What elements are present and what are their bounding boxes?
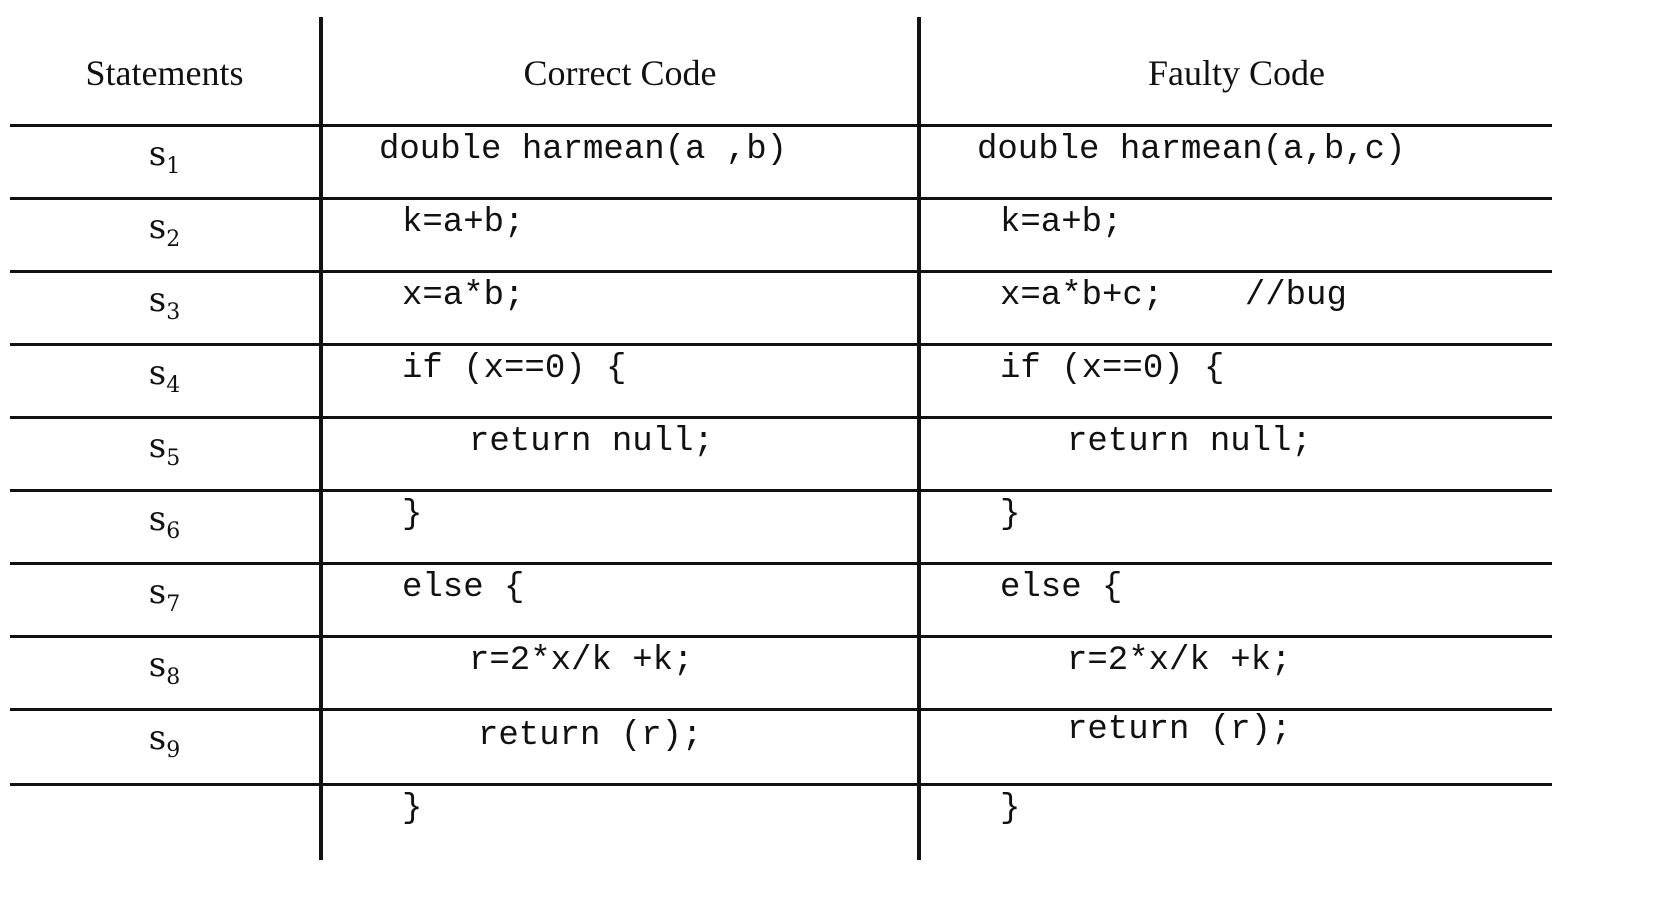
statement-cell: s5 [10, 419, 319, 489]
header-cell-statements: Statements [10, 17, 319, 124]
statement-letter: s [148, 280, 167, 320]
table-row: s6 } } [10, 492, 1552, 565]
statement-cell: s6 [10, 492, 319, 562]
faulty-code-line: r=2*x/k +k; [1067, 642, 1292, 680]
header-correct-code: Correct Code [523, 53, 717, 93]
statement-letter: s [148, 426, 167, 466]
statement-label: s5 [10, 429, 319, 470]
statement-label: s9 [10, 721, 319, 762]
table-row: s4 if (x==0) { if (x==0) { [10, 346, 1552, 419]
statement-cell: s7 [10, 565, 319, 635]
faulty-code-cell: return (r); [917, 711, 1552, 783]
statement-label: s1 [10, 137, 319, 178]
header-cell-correct: Correct Code [319, 17, 917, 124]
statement-letter: s [148, 134, 167, 174]
statement-subscript: 1 [166, 154, 181, 179]
statement-subscript: 7 [166, 592, 181, 617]
correct-code-cell: return (r); [319, 711, 917, 783]
statement-cell: s8 [10, 638, 319, 708]
statement-subscript: 3 [166, 300, 181, 325]
table-row: s9 return (r); return (r); [10, 711, 1552, 786]
correct-code-line: return (r); [478, 717, 703, 755]
faulty-code-cell: x=a*b+c; //bug [917, 273, 1552, 343]
statement-label: s6 [10, 502, 319, 543]
statement-letter: s [148, 207, 167, 247]
statement-label: s4 [10, 356, 319, 397]
correct-code-cell: else { [319, 565, 917, 635]
correct-code-line: r=2*x/k +k; [469, 642, 694, 680]
faulty-code-line: double harmean(a,b,c) [977, 131, 1406, 169]
faulty-code-line: x=a*b+c; //bug [1000, 277, 1347, 315]
correct-code-line: else { [402, 569, 525, 607]
table-row: s8 r=2*x/k +k; r=2*x/k +k; [10, 638, 1552, 711]
statement-letter: s [148, 572, 167, 612]
correct-code-cell: r=2*x/k +k; [319, 638, 917, 708]
correct-code-cell: } [319, 786, 917, 860]
correct-code-line: if (x==0) { [402, 350, 627, 388]
statement-letter: s [148, 353, 167, 393]
header-cell-faulty: Faulty Code [917, 17, 1552, 124]
correct-code-cell: if (x==0) { [319, 346, 917, 416]
statement-label: s8 [10, 648, 319, 689]
correct-code-line: } [402, 496, 423, 534]
statement-cell: s1 [10, 127, 319, 197]
statement-subscript: 2 [166, 227, 181, 252]
faulty-code-cell: double harmean(a,b,c) [917, 127, 1552, 197]
statement-subscript: 6 [166, 519, 181, 544]
statement-cell: s9 [10, 711, 319, 783]
statement-cell: s3 [10, 273, 319, 343]
statement-letter: s [148, 499, 167, 539]
correct-code-cell: } [319, 492, 917, 562]
table-row: } } [10, 786, 1552, 860]
faulty-code-line: } [1000, 790, 1021, 828]
faulty-code-line: k=a+b; [1000, 204, 1123, 242]
table-row: s3 x=a*b; x=a*b+c; //bug [10, 273, 1552, 346]
statement-cell: s2 [10, 200, 319, 270]
statement-subscript: 8 [166, 665, 181, 690]
code-comparison-table: Statements Correct Code Faulty Code s1 d… [10, 17, 1552, 860]
faulty-code-cell: return null; [917, 419, 1552, 489]
faulty-code-line: else { [1000, 569, 1123, 607]
statement-letter: s [148, 718, 167, 758]
statement-subscript: 4 [166, 373, 181, 398]
statement-label: s2 [10, 210, 319, 251]
correct-code-line: return null; [469, 423, 714, 461]
table-row: s5 return null; return null; [10, 419, 1552, 492]
statement-cell [10, 786, 319, 860]
correct-code-cell: double harmean(a ,b) [319, 127, 917, 197]
faulty-code-cell: k=a+b; [917, 200, 1552, 270]
statement-subscript: 5 [166, 446, 181, 471]
correct-code-line: x=a*b; [402, 277, 525, 315]
faulty-code-cell: r=2*x/k +k; [917, 638, 1552, 708]
correct-code-line: k=a+b; [402, 204, 525, 242]
faulty-code-cell: } [917, 786, 1552, 860]
faulty-code-line: if (x==0) { [1000, 350, 1225, 388]
statement-letter: s [148, 645, 167, 685]
statement-label: s3 [10, 283, 319, 324]
correct-code-line: double harmean(a ,b) [379, 131, 788, 169]
correct-code-cell: k=a+b; [319, 200, 917, 270]
faulty-code-line: return (r); [1067, 711, 1292, 749]
table-row: s1 double harmean(a ,b) double harmean(a… [10, 127, 1552, 200]
table-row: s2 k=a+b; k=a+b; [10, 200, 1552, 273]
correct-code-line: } [402, 790, 423, 828]
faulty-code-cell: if (x==0) { [917, 346, 1552, 416]
statement-cell: s4 [10, 346, 319, 416]
statement-label: s7 [10, 575, 319, 616]
header-row: Statements Correct Code Faulty Code [10, 17, 1552, 127]
correct-code-cell: return null; [319, 419, 917, 489]
statement-subscript: 9 [166, 738, 181, 763]
table-row: s7 else { else { [10, 565, 1552, 638]
faulty-code-line: } [1000, 496, 1021, 534]
header-statements: Statements [85, 53, 244, 93]
header-faulty-code: Faulty Code [1148, 53, 1325, 93]
faulty-code-cell: else { [917, 565, 1552, 635]
faulty-code-line: return null; [1067, 423, 1312, 461]
faulty-code-cell: } [917, 492, 1552, 562]
correct-code-cell: x=a*b; [319, 273, 917, 343]
